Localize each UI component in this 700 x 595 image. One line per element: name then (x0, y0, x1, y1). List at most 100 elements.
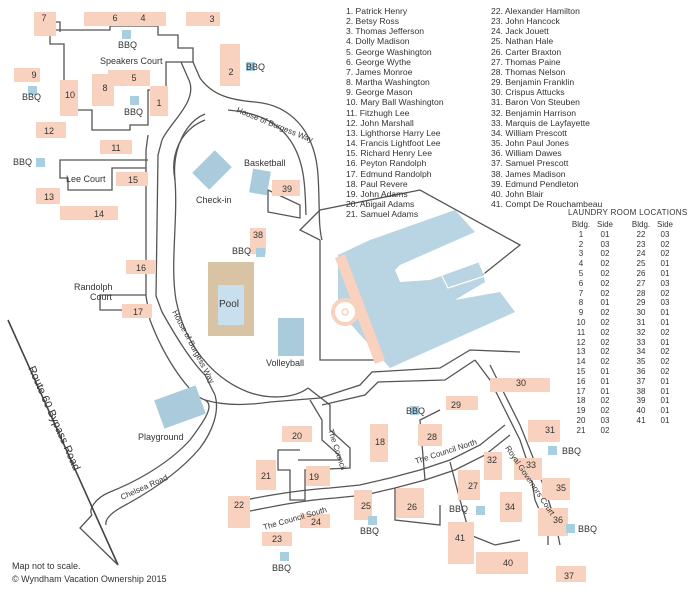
laundry-side: 02 (660, 357, 670, 367)
laundry-side: 03 (600, 239, 610, 249)
basketball-court (249, 168, 271, 196)
laundry-bldg: 20 (576, 415, 586, 425)
building-name-entry: 27. Thomas Paine (491, 56, 561, 67)
building-number-17: 17 (133, 307, 143, 317)
building-name-entry: 17. Edmund Randolph (346, 168, 432, 179)
building-36 (538, 508, 568, 536)
building-name-entry: 2. Betsy Ross (346, 16, 400, 27)
bbq-label: BBQ (22, 92, 41, 102)
building-name-entry: 34. William Prescott (491, 127, 567, 138)
laundry-side: 02 (660, 366, 670, 376)
laundry-side: 02 (600, 327, 610, 337)
building-number-20: 20 (292, 431, 302, 441)
building-name-entry: 10. Mary Ball Washington (346, 97, 444, 108)
bbq-square (28, 86, 37, 95)
pool-water (218, 285, 244, 325)
bbq-label: BBQ (578, 524, 597, 534)
building-number-12: 12 (44, 126, 54, 136)
building-number-15: 15 (128, 175, 138, 185)
building-number-11: 11 (111, 143, 120, 153)
building-3 (186, 12, 220, 26)
laundry-col-bldg-2: Bldg. (631, 220, 651, 229)
building-10 (60, 80, 78, 116)
laundry-side: 01 (660, 376, 670, 386)
building-number-9: 9 (31, 70, 36, 80)
checkin-building (192, 150, 232, 190)
building-20 (282, 426, 312, 442)
laundry-bldg: 22 (636, 229, 646, 239)
bbq-square (246, 62, 255, 71)
laundry-side: 02 (600, 347, 610, 357)
building-name-entry: 32. Benjamin Harrison (491, 107, 577, 118)
laundry-bldg: 27 (636, 278, 646, 288)
building-name-entry: 28. Thomas Nelson (491, 66, 566, 77)
building-name-entry: 8. Martha Washington (346, 77, 430, 88)
laundry-col-side-2: Side (656, 220, 673, 229)
volleyball-court (278, 318, 304, 356)
laundry-col-side: Side (596, 220, 613, 229)
building-name-entry: 16. Peyton Randolph (346, 158, 427, 169)
building-name-entry: 29. Benjamin Franklin (491, 77, 575, 88)
laundry-bldg: 38 (636, 386, 646, 396)
building-30 (490, 378, 550, 392)
laundry-bldg: 3 (578, 249, 584, 259)
bbq-square (548, 446, 557, 455)
building-41 (448, 522, 474, 564)
building-17 (122, 304, 152, 318)
building-name-entry: 3. Thomas Jefferson (346, 26, 425, 37)
building-name-entry: 21. Samuel Adams (346, 209, 419, 220)
laundry-bldg: 1 (578, 229, 584, 239)
building-name-entry: 23. John Hancock (491, 16, 560, 27)
building-28 (418, 424, 442, 446)
laundry-bldg: 29 (636, 298, 646, 308)
building-number-3: 3 (209, 14, 214, 24)
basketball-label: Basketball (244, 158, 286, 168)
laundry-bldg: 18 (576, 396, 586, 406)
amenities (154, 150, 304, 429)
laundry-bldg: 39 (636, 396, 646, 406)
building-4 (120, 12, 166, 26)
laundry-bldg: 6 (578, 278, 584, 288)
laundry-side: 03 (660, 298, 670, 308)
laundry-side: 02 (600, 337, 610, 347)
building-13 (36, 188, 60, 204)
laundry-bldg: 34 (636, 347, 646, 357)
building-number-27: 27 (468, 481, 478, 491)
building-number-38: 38 (253, 230, 263, 240)
bbq-label: BBQ (13, 157, 32, 167)
building-name-entry: 31. Baron Von Steuben (491, 97, 580, 108)
laundry-side: 03 (600, 415, 610, 425)
volleyball-label: Volleyball (266, 358, 304, 368)
laundry-title: LAUNDRY ROOM LOCATIONS (568, 208, 688, 217)
laundry-row: 29 03 (628, 298, 676, 308)
bbq-square (122, 30, 131, 39)
building-number-6: 6 (112, 13, 117, 23)
building-name-entry: 12. John Marshall (346, 117, 414, 128)
laundry-bldg: 23 (636, 239, 646, 249)
laundry-bldg: 16 (576, 376, 586, 386)
laundry-bldg: 7 (578, 288, 584, 298)
laundry-side: 02 (600, 278, 610, 288)
bbq-square (36, 158, 45, 167)
bbq-label: BBQ (246, 62, 265, 72)
laundry-side: 02 (600, 357, 610, 367)
building-21 (256, 460, 276, 490)
building-number-30: 30 (516, 378, 526, 388)
building-15 (116, 172, 148, 186)
laundry-bldg: 21 (576, 425, 586, 435)
building-name-entry: 22. Alexander Hamilton (491, 6, 580, 16)
